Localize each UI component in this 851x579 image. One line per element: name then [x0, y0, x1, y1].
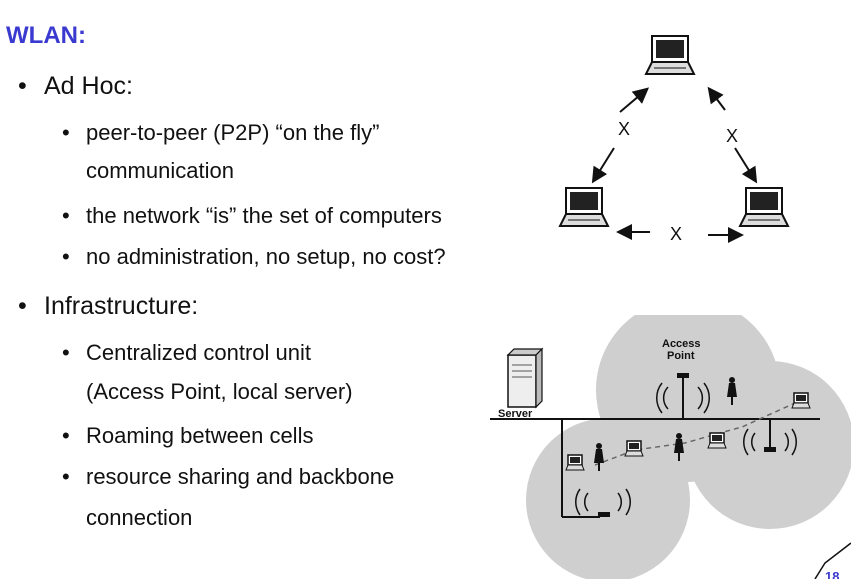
server-label: Server — [498, 408, 533, 420]
infra-item-3: resource sharing and backbone — [86, 464, 395, 489]
infra-heading: Infrastructure: — [44, 292, 199, 320]
cell-right — [686, 361, 851, 529]
link-arrow-top-right — [707, 86, 726, 111]
access-point-label-2: Point — [667, 350, 695, 362]
bullet-infrastructure: • Infrastructure: — [18, 292, 198, 321]
adhoc-item-1-cont: communication — [86, 158, 234, 183]
infra-item-3-cont: connection — [86, 505, 193, 530]
link-arrow-top-left — [619, 87, 650, 113]
infra-item-2: Roaming between cells — [86, 423, 314, 448]
access-point-label-1: Access — [662, 338, 701, 350]
access-point-icon-right — [743, 428, 797, 456]
adhoc-heading: Ad Hoc: — [44, 72, 133, 100]
bullet-dot: • — [62, 120, 70, 145]
infrastructure-network-diagram: Server Access Point 18 — [490, 315, 851, 579]
adhoc-item-3: no administration, no setup, no cost? — [86, 244, 446, 269]
page-number: 18 — [825, 569, 839, 579]
bullet-dot: • — [18, 292, 27, 320]
subbullet-infra-1: • Centralized control unit — [62, 340, 311, 366]
bullet-dot: • — [62, 244, 70, 269]
bullet-dot: • — [62, 423, 70, 448]
page-corner — [814, 542, 851, 579]
laptop-icon — [791, 392, 811, 409]
bullet-dot: • — [62, 203, 70, 228]
laptop-icon — [624, 440, 644, 457]
subbullet-adhoc-3: • no administration, no setup, no cost? — [62, 244, 446, 270]
cell-left — [526, 418, 690, 579]
infra-item-1: Centralized control unit — [86, 340, 312, 365]
adhoc-item-1: peer-to-peer (P2P) “on the fly” — [86, 120, 380, 145]
adhoc-item-2: the network “is” the set of computers — [86, 203, 442, 228]
laptop-icon-top — [645, 35, 695, 75]
link-label-bottom: X — [670, 224, 682, 244]
link-label-right: X — [726, 126, 738, 146]
laptop-icon-right — [739, 187, 789, 227]
slide-title: WLAN: — [6, 22, 86, 49]
subbullet-infra-3: • resource sharing and backbone — [62, 464, 394, 490]
bullet-dot: • — [18, 72, 27, 100]
bullet-adhoc: • Ad Hoc: — [18, 72, 133, 101]
adhoc-network-diagram: X X X — [559, 35, 789, 244]
subbullet-infra-2: • Roaming between cells — [62, 423, 313, 449]
link-label-left: X — [618, 119, 630, 139]
infra-item-1-cont: (Access Point, local server) — [86, 379, 353, 404]
laptop-icon — [707, 432, 727, 449]
subbullet-adhoc-2: • the network “is” the set of computers — [62, 203, 442, 229]
access-point-icon-left — [575, 488, 631, 517]
access-point-icon — [655, 373, 711, 414]
laptop-icon — [565, 454, 585, 471]
laptop-icon-left — [559, 187, 609, 227]
subbullet-adhoc-1: • peer-to-peer (P2P) “on the fly” — [62, 120, 379, 146]
server-icon — [506, 347, 544, 409]
bullet-dot: • — [62, 340, 70, 365]
bullet-dot: • — [62, 464, 70, 489]
